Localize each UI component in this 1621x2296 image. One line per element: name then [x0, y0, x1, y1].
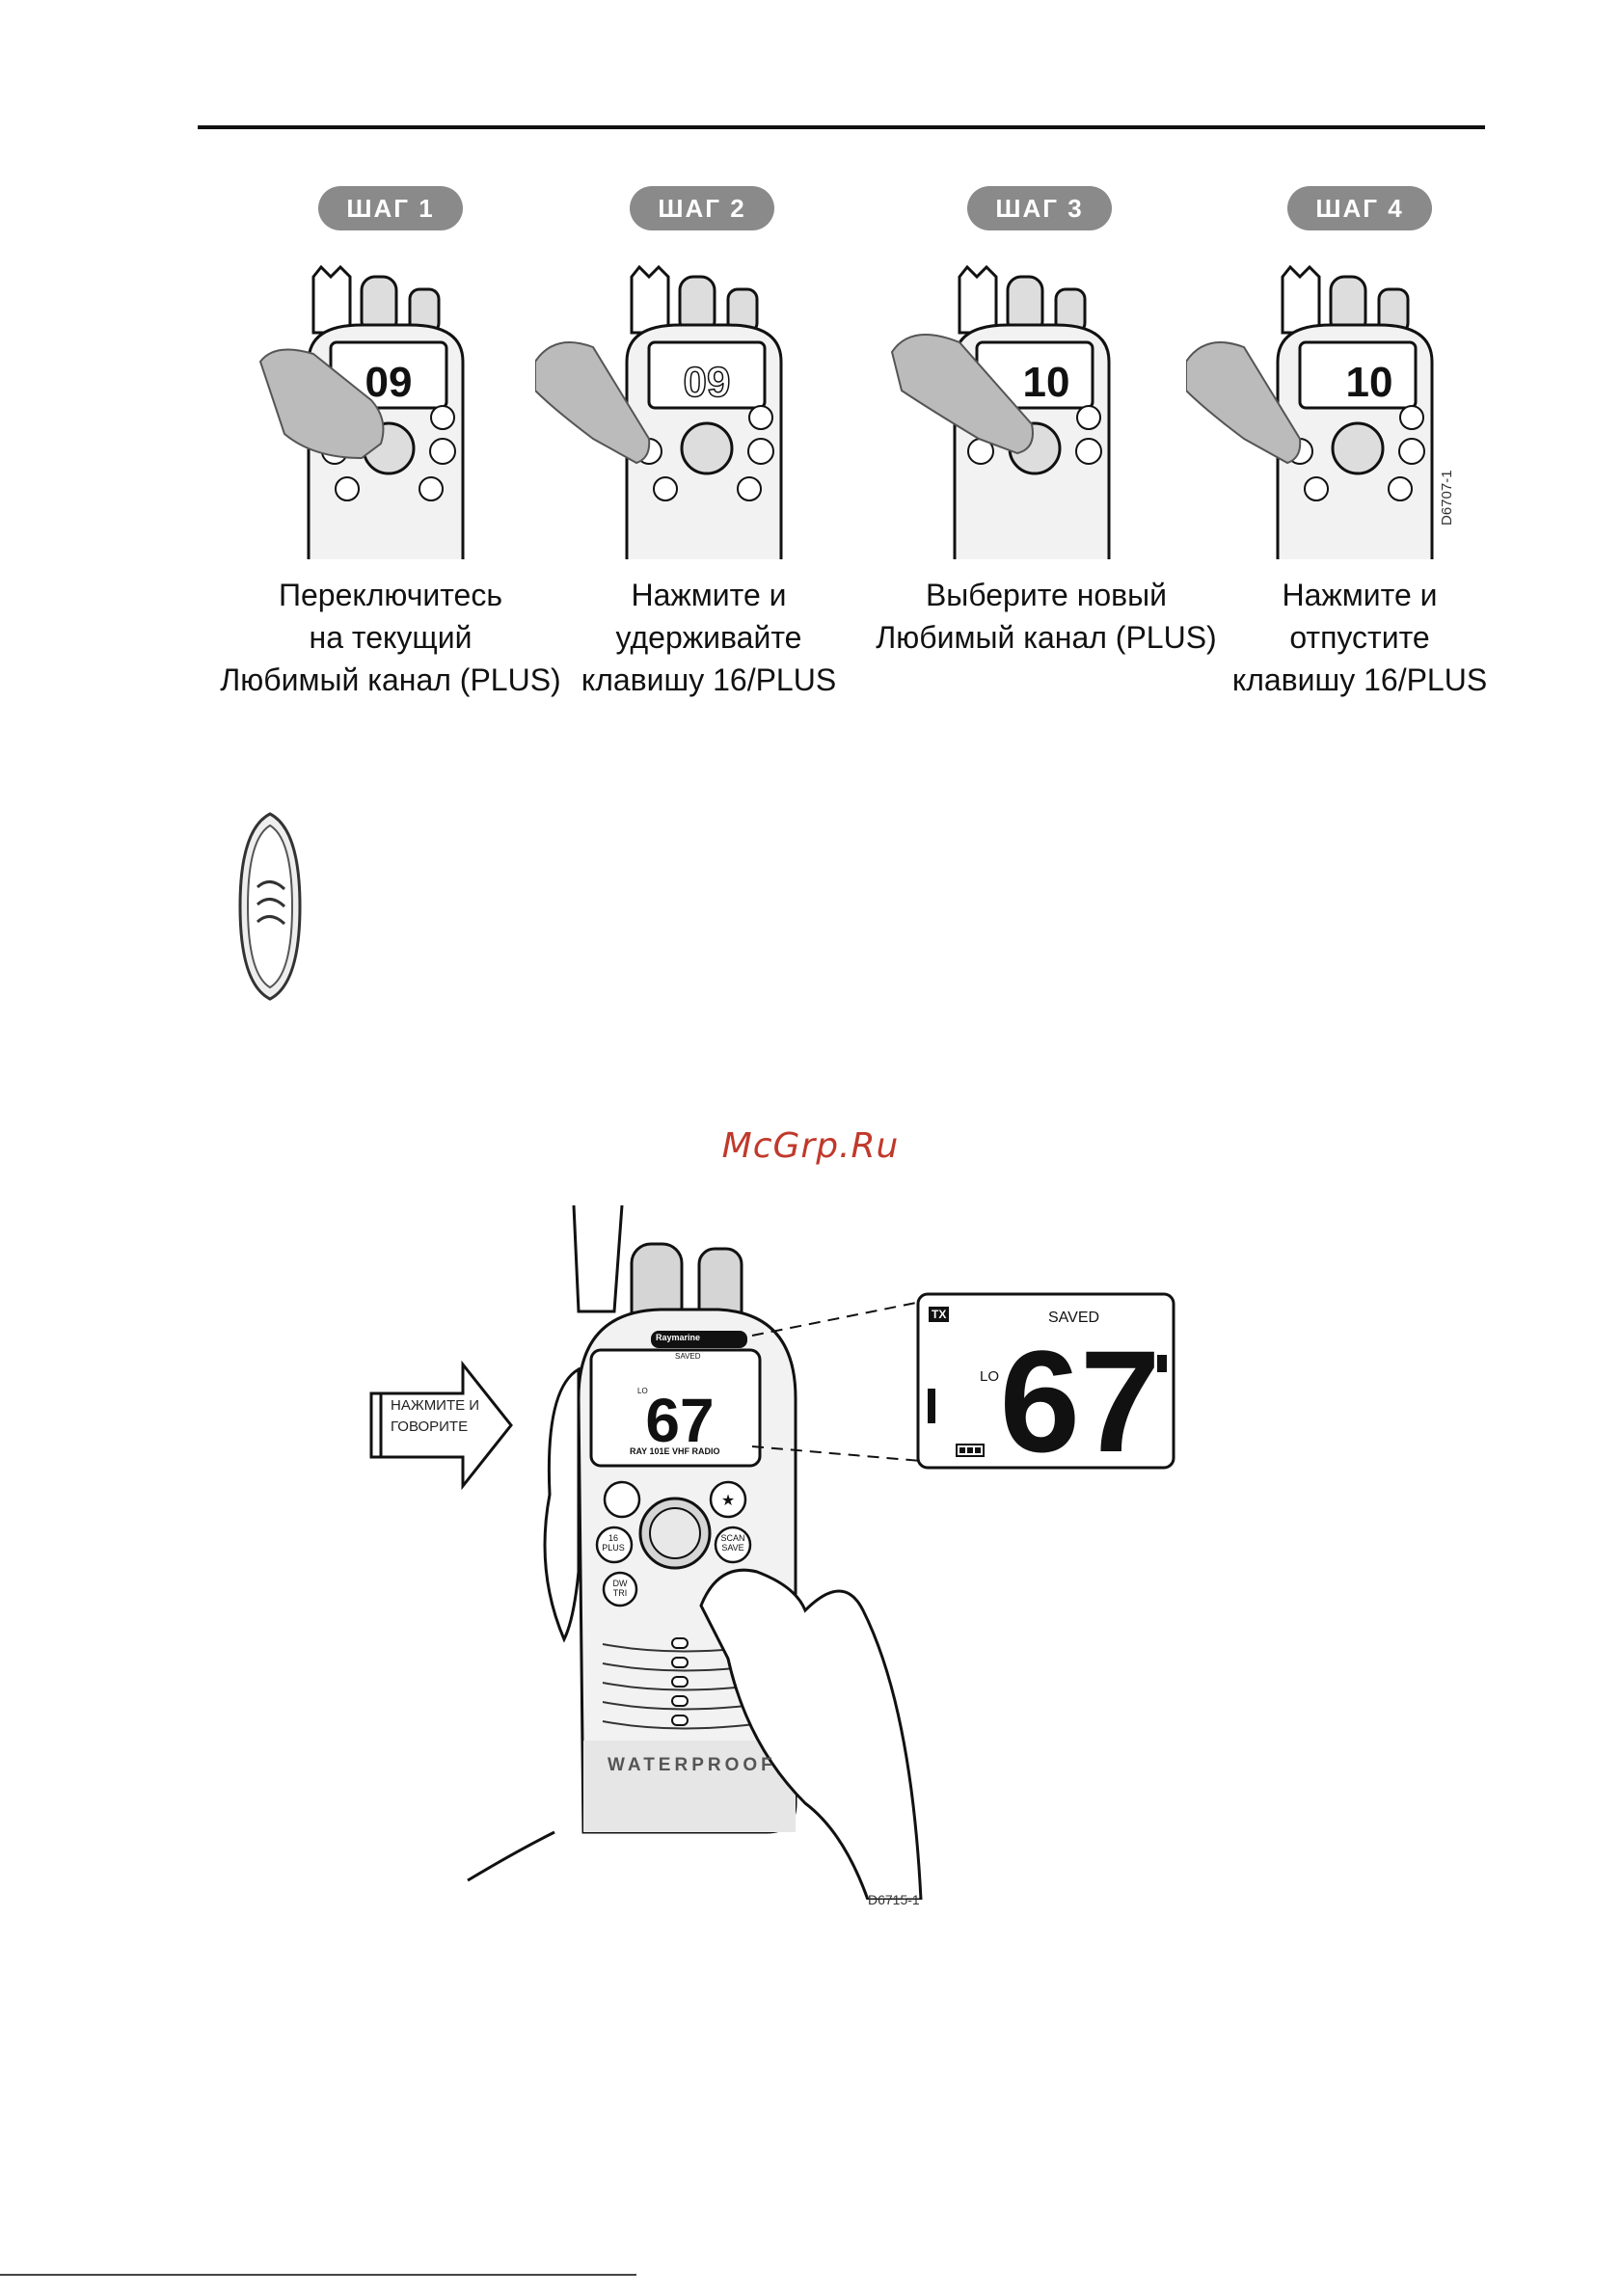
step-caption: Выберите новый Любимый канал (PLUS) — [876, 578, 1217, 655]
lo-indicator: LO — [980, 1368, 1000, 1385]
waterproof-label: WATERPROOF — [608, 1755, 776, 1775]
step-caption: Нажмите и отпустите клавишу 16/PLUS — [1231, 578, 1488, 697]
channel-digits-small: 67 — [645, 1386, 714, 1455]
lcd-zoom-illustration: 67 — [916, 1292, 1175, 1482]
radio-hand-illustration: 10 — [1186, 265, 1434, 559]
step-2: ШАГ 2 09 Нажмите и удерживайте клавишу 1… — [535, 178, 882, 718]
channel-digits-large: 67 — [1000, 1320, 1161, 1482]
ptt-arrow-label: НАЖМИТЕ И ГОВОРИТЕ — [391, 1397, 480, 1435]
step-badge: ШАГ 2 — [630, 186, 774, 230]
tx-indicator: TX — [929, 1307, 950, 1322]
radio-hand-illustration: 09 — [535, 265, 783, 559]
channel-digits: 10 — [1346, 359, 1393, 406]
radio-hand-illustration: 09 — [258, 265, 465, 559]
saved-indicator-small: SAVED — [675, 1352, 701, 1361]
channel-digits: 09 — [365, 359, 413, 406]
step-badge: ШАГ 4 — [1287, 186, 1432, 230]
button-16-plus: 16 PLUS — [602, 1533, 625, 1553]
lo-indicator-small: LO — [637, 1387, 648, 1395]
step-4: ШАГ 4 10 Нажмите и отпустите клавишу 16/… — [1186, 178, 1533, 718]
step-caption: Переключитесь на текущий Любимый канал (… — [220, 578, 561, 697]
brand-strip — [651, 1331, 747, 1348]
button-dw-tri: DW TRI — [612, 1579, 628, 1598]
radio-hand-illustration: 10 — [890, 265, 1111, 559]
channel-digits: 10 — [1023, 359, 1070, 406]
step-badge: ШАГ 1 — [318, 186, 463, 230]
model-label: RAY 101E VHF RADIO — [630, 1446, 720, 1456]
step-1: ШАГ 1 09 Переключитесь на текущий Любимы… — [217, 178, 564, 718]
step-badge: ШАГ 3 — [967, 186, 1112, 230]
brand-logo: Raymarine — [656, 1333, 701, 1342]
watermark: McGrp.Ru — [721, 1126, 900, 1166]
step-3: ШАГ 3 10 Выберите новый Любимый канал (P… — [873, 178, 1220, 718]
footer-rule — [0, 2274, 636, 2276]
ptt-button-icon — [238, 812, 302, 1001]
button-scan-save: SCAN SAVE — [720, 1533, 745, 1553]
radio-ptt-illustration: 67 ★ — [369, 1205, 923, 1900]
figure-code: D6715-1 — [868, 1892, 920, 1907]
step-caption: Нажмите и удерживайте клавишу 16/PLUS — [581, 578, 837, 697]
svg-text:★: ★ — [721, 1491, 735, 1509]
channel-digits: 09 — [684, 359, 731, 406]
saved-indicator: SAVED — [1048, 1310, 1100, 1326]
figure-code: D6707-1 — [1439, 470, 1455, 526]
header-rule — [198, 125, 1485, 129]
